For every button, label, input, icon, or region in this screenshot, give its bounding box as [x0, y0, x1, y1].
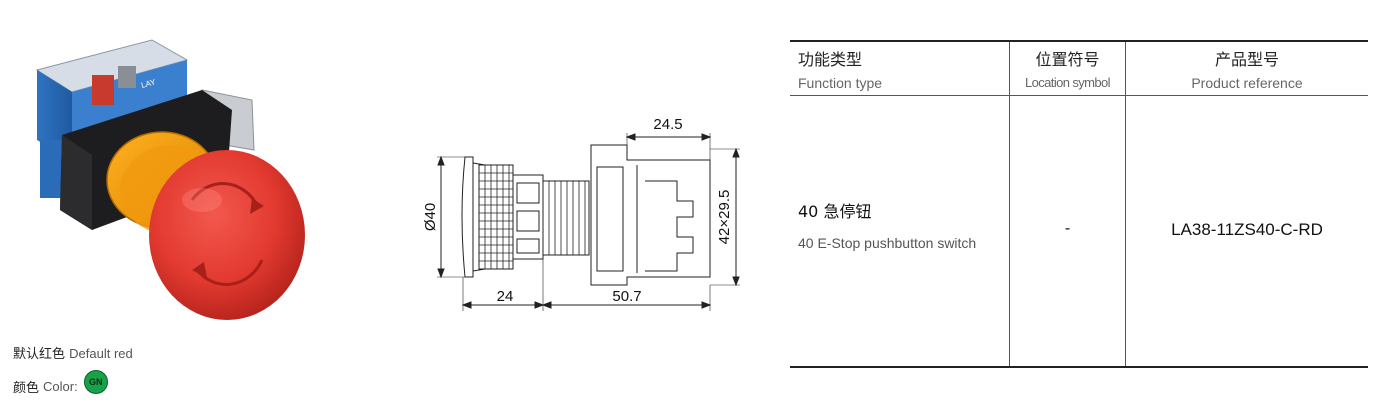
- dim-diameter: Ø40: [422, 203, 439, 231]
- caption-default-color: 默认红色 Default red: [13, 343, 133, 362]
- color-swatch-green: GN: [83, 370, 108, 394]
- function-zh: 40 急停钮: [798, 202, 872, 221]
- caption-color-zh: 颜色: [13, 380, 40, 396]
- table-divider: [1125, 42, 1126, 366]
- header-zh: 位置符号: [1035, 50, 1100, 69]
- cell-product-reference: LA38-11ZS40-C-RD: [1171, 220, 1323, 239]
- header-product-reference: 产品型号 Product reference: [1126, 42, 1368, 95]
- dim-top-width: 24.5: [653, 116, 682, 133]
- caption-default-en: Default red: [69, 346, 133, 361]
- header-en: Product reference: [1191, 75, 1303, 91]
- header-function-type: 功能类型 Function type: [798, 42, 1003, 95]
- table-rule-top: [790, 40, 1368, 42]
- header-en: Location symbol: [1025, 75, 1111, 90]
- table-rule-bottom: [790, 366, 1368, 368]
- table-divider: [1009, 42, 1010, 366]
- header-en: Function type: [798, 75, 883, 91]
- dim-head-length: 24: [497, 288, 514, 305]
- header-zh: 产品型号: [1214, 50, 1279, 69]
- spec-table: 功能类型 Function type 位置符号 Location symbol …: [790, 40, 1368, 368]
- svg-text:LAY: LAY: [140, 77, 157, 90]
- caption-color-options: 颜色 Color: GN: [13, 370, 108, 398]
- header-location-symbol: 位置符号 Location symbol: [1010, 42, 1125, 95]
- cell-location-symbol: -: [1064, 220, 1071, 237]
- cell-function-type: 40 急停钮 40 E-Stop pushbutton switch: [798, 198, 1003, 254]
- product-photo: LAY: [35, 39, 305, 320]
- caption-default-zh: 默认红色: [13, 347, 66, 362]
- dim-body-length: 50.7: [612, 288, 641, 305]
- table-rule-header: [790, 95, 1368, 96]
- caption-color-en: Color:: [43, 378, 78, 394]
- function-en: 40 E-Stop pushbutton switch: [798, 235, 977, 251]
- dimension-drawing: 24.5 42×29.5 Ø40 24 50.7: [422, 116, 740, 311]
- dim-height: 42×29.5: [716, 190, 733, 245]
- header-zh: 功能类型: [798, 50, 863, 69]
